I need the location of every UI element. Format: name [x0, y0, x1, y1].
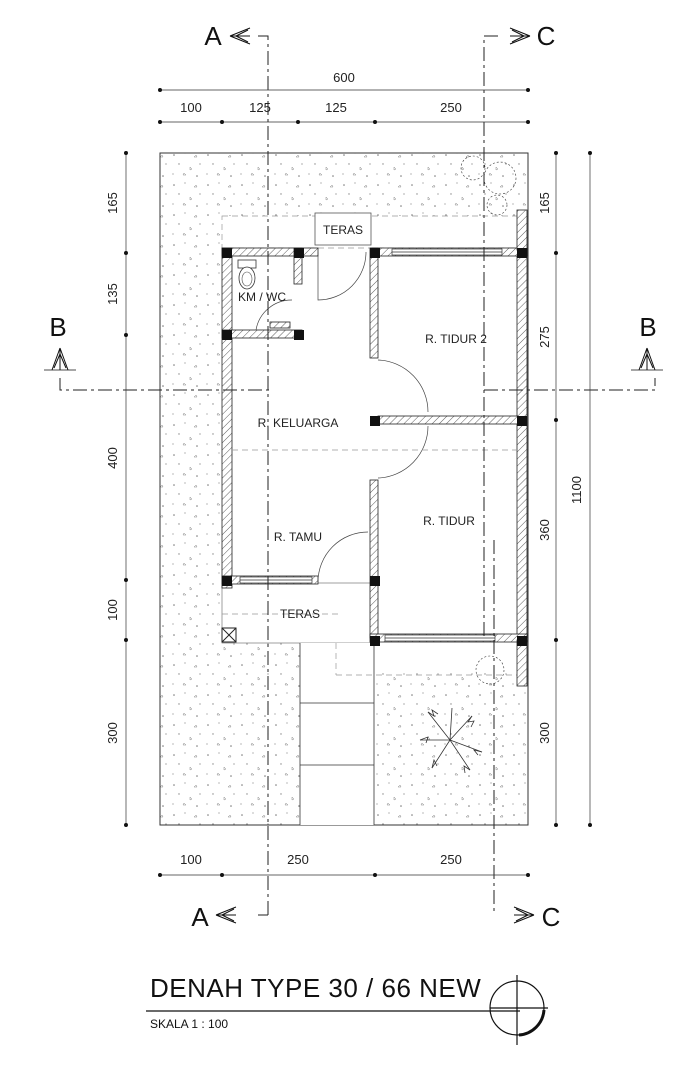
section-marker-b-left: B — [44, 312, 76, 371]
room-label-tidur: R. TIDUR — [423, 514, 475, 528]
drain-box-icon — [221, 627, 237, 643]
toilet-icon — [237, 259, 257, 290]
dim-right-3: 360 — [537, 519, 552, 541]
dim-right-4: 300 — [537, 722, 552, 744]
hidden-lines — [222, 449, 517, 615]
dim-top-4: 250 — [440, 100, 462, 115]
dimension-bottom: 100 250 250 — [158, 852, 530, 877]
palm-tree-icon — [419, 707, 483, 774]
columns — [222, 248, 527, 646]
dim-top-2: 125 — [249, 100, 271, 115]
dim-top-1: 100 — [180, 100, 202, 115]
svg-text:A: A — [191, 902, 209, 932]
room-labels: TERAS KM / WC R. TIDUR 2 R. KELUARGA R. … — [238, 223, 487, 621]
section-marker-a-top: A — [204, 21, 251, 51]
north-arrow-icon — [489, 975, 548, 1045]
dim-left-4: 100 — [105, 599, 120, 621]
dim-right-total: 1100 — [569, 476, 584, 504]
dim-top-total: 600 — [333, 70, 355, 85]
section-marker-b-right: B — [631, 312, 663, 371]
room-label-tidur-2: R. TIDUR 2 — [425, 332, 487, 346]
doors — [255, 251, 429, 583]
svg-text:A: A — [204, 21, 222, 51]
section-marker-c-bottom: C — [513, 902, 561, 932]
drawing-scale: SKALA 1 : 100 — [150, 1017, 228, 1031]
dim-left-3: 400 — [105, 447, 120, 469]
section-marker-a-bottom: A — [191, 902, 237, 932]
room-label-keluarga: R. KELUARGA — [258, 416, 339, 430]
room-label-km-wc: KM / WC — [238, 290, 286, 304]
dim-left-1: 165 — [105, 192, 120, 214]
room-label-tamu: R. TAMU — [274, 530, 322, 544]
room-label-teras-front: TERAS — [280, 607, 320, 621]
dimension-left: 165 135 400 100 300 — [105, 151, 128, 827]
dim-right-1: 165 — [537, 192, 552, 214]
svg-text:B: B — [49, 312, 66, 342]
dim-right-2: 275 — [537, 326, 552, 348]
title-block: DENAH TYPE 30 / 66 NEW SKALA 1 : 100 — [146, 973, 520, 1031]
dim-left-5: 300 — [105, 722, 120, 744]
svg-text:B: B — [639, 312, 656, 342]
dimension-top: 600 100 125 125 250 — [158, 70, 530, 124]
dimension-right: 165 275 360 300 1100 — [537, 151, 592, 827]
section-lines — [59, 35, 656, 916]
dim-bottom-1: 100 — [180, 852, 202, 867]
dim-bottom-2: 250 — [287, 852, 309, 867]
dim-bottom-3: 250 — [440, 852, 462, 867]
dim-left-2: 135 — [105, 283, 120, 305]
svg-text:C: C — [542, 902, 561, 932]
room-label-teras-top: TERAS — [323, 223, 363, 237]
svg-text:C: C — [537, 21, 556, 51]
dim-top-3: 125 — [325, 100, 347, 115]
entrance-steps — [299, 643, 522, 825]
drawing-title: DENAH TYPE 30 / 66 NEW — [150, 973, 481, 1003]
section-marker-c-top: C — [509, 21, 556, 51]
